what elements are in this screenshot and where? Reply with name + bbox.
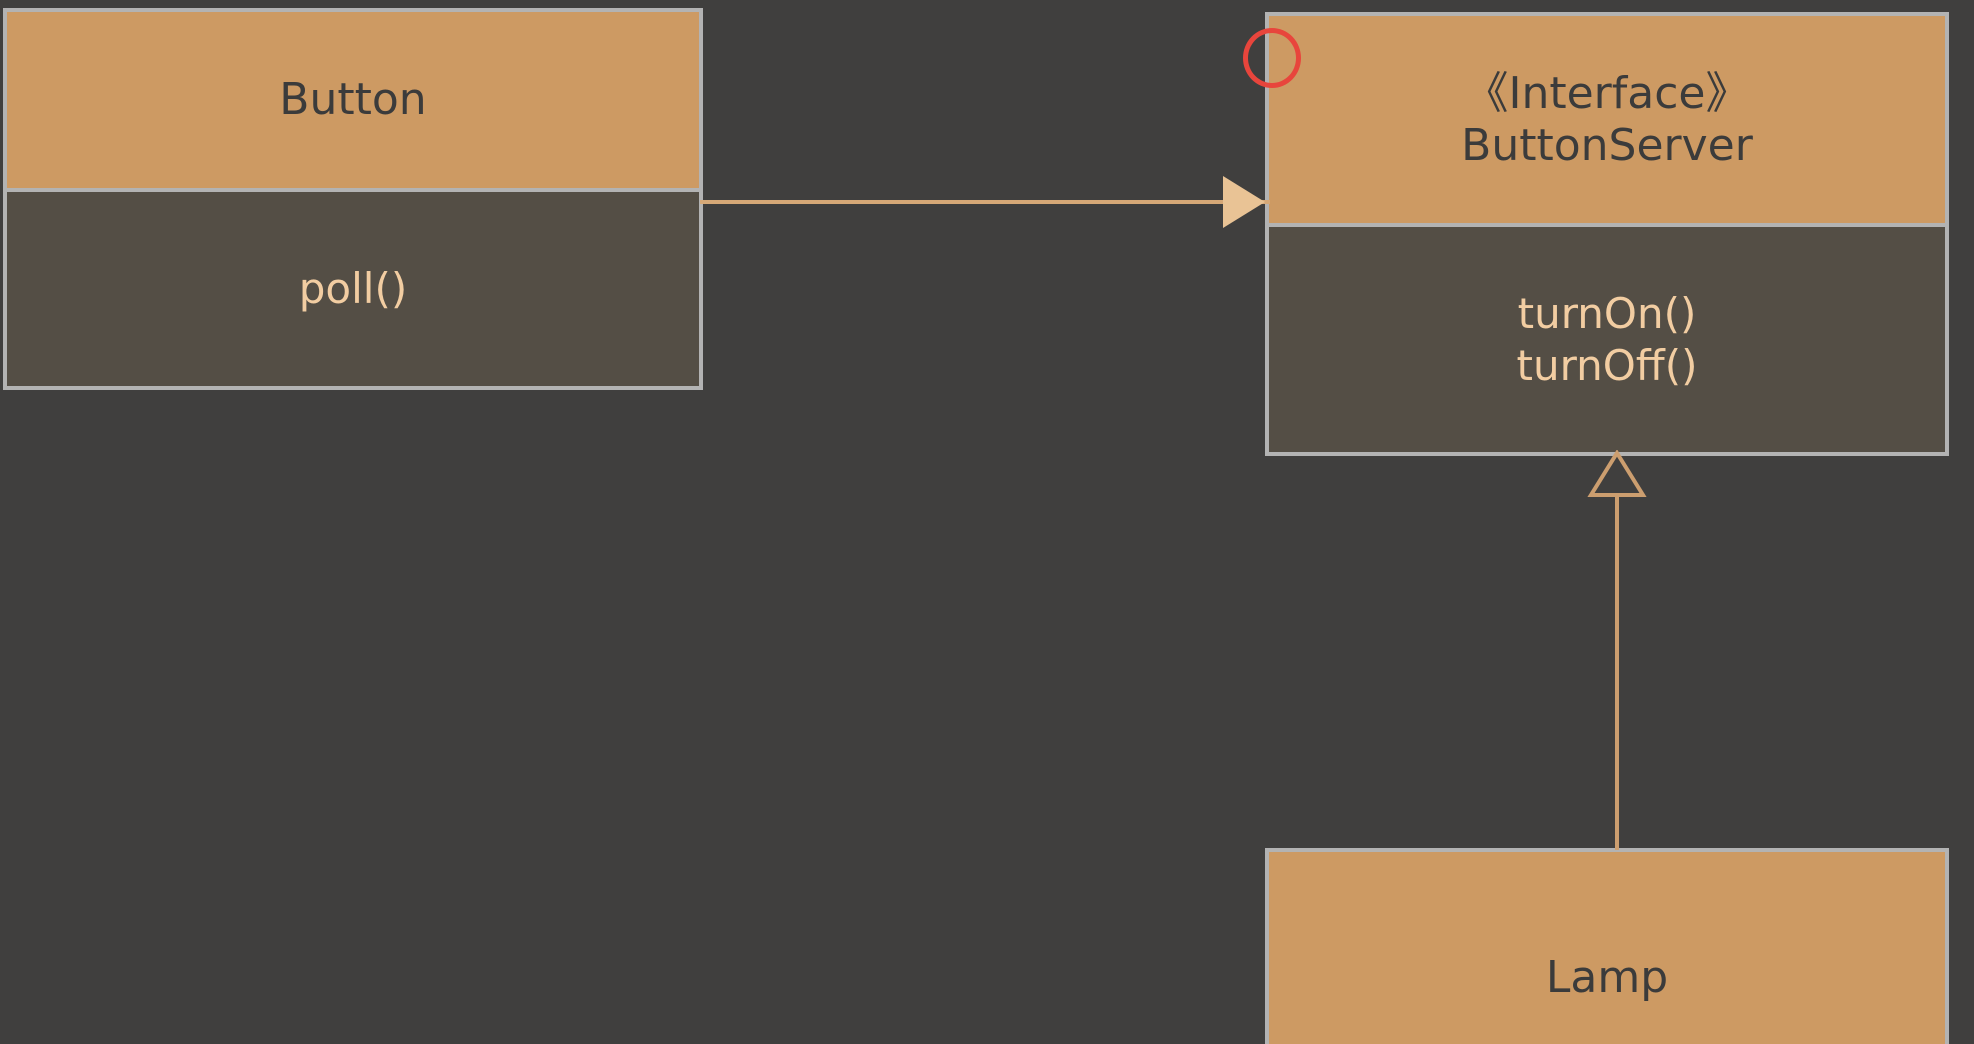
class-header-button: Button [7, 12, 699, 189]
class-box-button-server[interactable]: 《Interface》 ButtonServer turnOn() turnOf… [1265, 12, 1949, 456]
class-divider-button-server [1269, 223, 1945, 228]
class-member-turn-on: turnOn() [1517, 289, 1697, 339]
class-member-poll: poll() [298, 264, 408, 314]
class-header-button-server: 《Interface》 ButtonServer [1269, 16, 1945, 224]
class-box-button[interactable]: Button poll() [3, 8, 703, 390]
annotation-circle-interface [1243, 28, 1301, 88]
class-members-button-server: turnOn() turnOff() [1269, 227, 1945, 452]
class-name-button-server: ButtonServer [1461, 119, 1753, 171]
hollow-triangle-arrowhead-icon [1587, 450, 1647, 497]
generalization-line-lamp-to-button-server [1615, 495, 1619, 850]
class-stereotype-interface: 《Interface》 [1464, 67, 1750, 119]
class-header-lamp: Lamp [1269, 852, 1945, 1044]
solid-arrowhead-icon [1223, 176, 1265, 228]
class-divider-button [7, 188, 699, 193]
association-line-button-to-button-server [700, 200, 1270, 204]
class-name-button: Button [279, 74, 427, 126]
class-box-lamp[interactable]: Lamp [1265, 848, 1949, 1044]
class-name-lamp: Lamp [1545, 952, 1669, 1004]
class-member-turn-off: turnOff() [1516, 340, 1698, 390]
class-members-button: poll() [7, 192, 699, 386]
